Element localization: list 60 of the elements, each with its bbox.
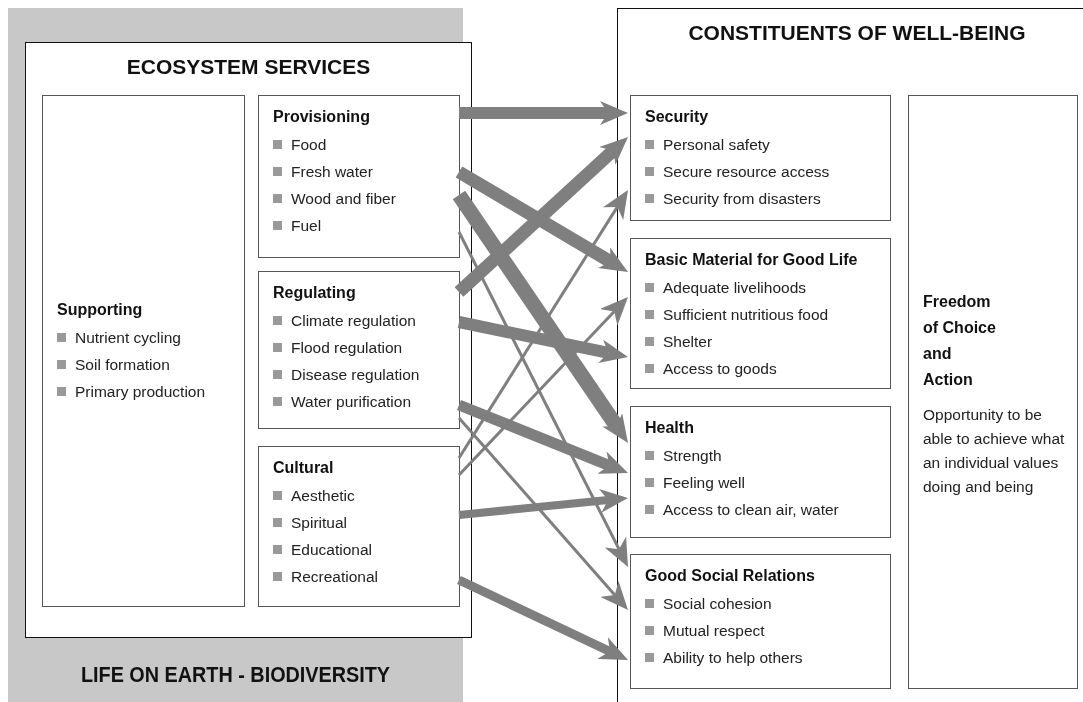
bullet-item: Feeling well bbox=[645, 469, 880, 496]
category-heading: Security bbox=[645, 108, 710, 126]
bullet-item: Shelter bbox=[645, 328, 880, 355]
category-box bbox=[258, 446, 460, 607]
arrow bbox=[457, 297, 628, 477]
category-box bbox=[258, 271, 460, 429]
category-heading: Good Social Relations bbox=[645, 567, 816, 585]
bullet-item: Recreational bbox=[273, 563, 449, 590]
band-title: LIFE ON EARTH - BIODIVERSITY bbox=[79, 662, 392, 688]
bullet-item: Disease regulation bbox=[273, 361, 449, 388]
category-box bbox=[630, 95, 891, 221]
bullet-item: Access to clean air, water bbox=[645, 496, 880, 523]
arrow bbox=[459, 101, 628, 125]
category-heading: Provisioning bbox=[273, 108, 371, 126]
category-box bbox=[630, 238, 891, 389]
bullet-item: Climate regulation bbox=[273, 307, 449, 334]
bullet-item: Sufficient nutritious food bbox=[645, 301, 880, 328]
category-heading: Basic Material for Good Life bbox=[645, 251, 859, 269]
bullet-item: Access to goods bbox=[645, 355, 880, 382]
bullet-item: Secure resource access bbox=[645, 158, 880, 185]
category-box bbox=[42, 95, 245, 607]
bullet-item: Strength bbox=[645, 442, 880, 469]
bullet-item: Social cohesion bbox=[645, 590, 880, 617]
arrow bbox=[457, 575, 628, 660]
bullet-item: Mutual respect bbox=[645, 617, 880, 644]
category-heading: Cultural bbox=[273, 459, 335, 477]
arrow bbox=[458, 488, 628, 519]
bullet-item: Wood and fiber bbox=[273, 185, 449, 212]
category-heading: Supporting bbox=[57, 301, 144, 319]
category-box bbox=[908, 95, 1078, 689]
bullet-item: Primary production bbox=[57, 378, 234, 405]
bullet-item: Soil formation bbox=[57, 351, 234, 378]
bullet-item: Nutrient cycling bbox=[57, 324, 234, 351]
arrow bbox=[457, 417, 628, 610]
arrow bbox=[456, 399, 628, 474]
category-box bbox=[258, 95, 460, 258]
description: Opportunity to be able to achieve what an individual values doing and being bbox=[923, 405, 1065, 497]
arrow bbox=[457, 231, 628, 567]
frame-title: CONSTITUENTS OF WELL-BEING bbox=[687, 21, 1027, 45]
category-heading: Freedom of Choice and Action bbox=[923, 292, 997, 390]
bullet-item: Adequate livelihoods bbox=[645, 274, 880, 301]
bullet-item: Personal safety bbox=[645, 131, 880, 158]
bullet-item: Spiritual bbox=[273, 509, 449, 536]
bullet-item: Aesthetic bbox=[273, 482, 449, 509]
category-box bbox=[630, 554, 891, 689]
category-heading: Regulating bbox=[273, 284, 357, 302]
arrow bbox=[455, 166, 628, 272]
category-box bbox=[630, 406, 891, 538]
group-frame bbox=[25, 42, 472, 638]
bullet-item: Security from disasters bbox=[645, 185, 880, 212]
bullet-item: Fuel bbox=[273, 212, 449, 239]
bullet-item: Water purification bbox=[273, 388, 449, 415]
bullet-item: Fresh water bbox=[273, 158, 449, 185]
category-heading: Health bbox=[645, 419, 695, 437]
bullet-item: Educational bbox=[273, 536, 449, 563]
bullet-item: Food bbox=[273, 131, 449, 158]
group-frame bbox=[617, 8, 1083, 702]
frame-title: ECOSYSTEM SERVICES bbox=[125, 55, 372, 79]
bullet-item: Ability to help others bbox=[645, 644, 880, 671]
bullet-item: Flood regulation bbox=[273, 334, 449, 361]
